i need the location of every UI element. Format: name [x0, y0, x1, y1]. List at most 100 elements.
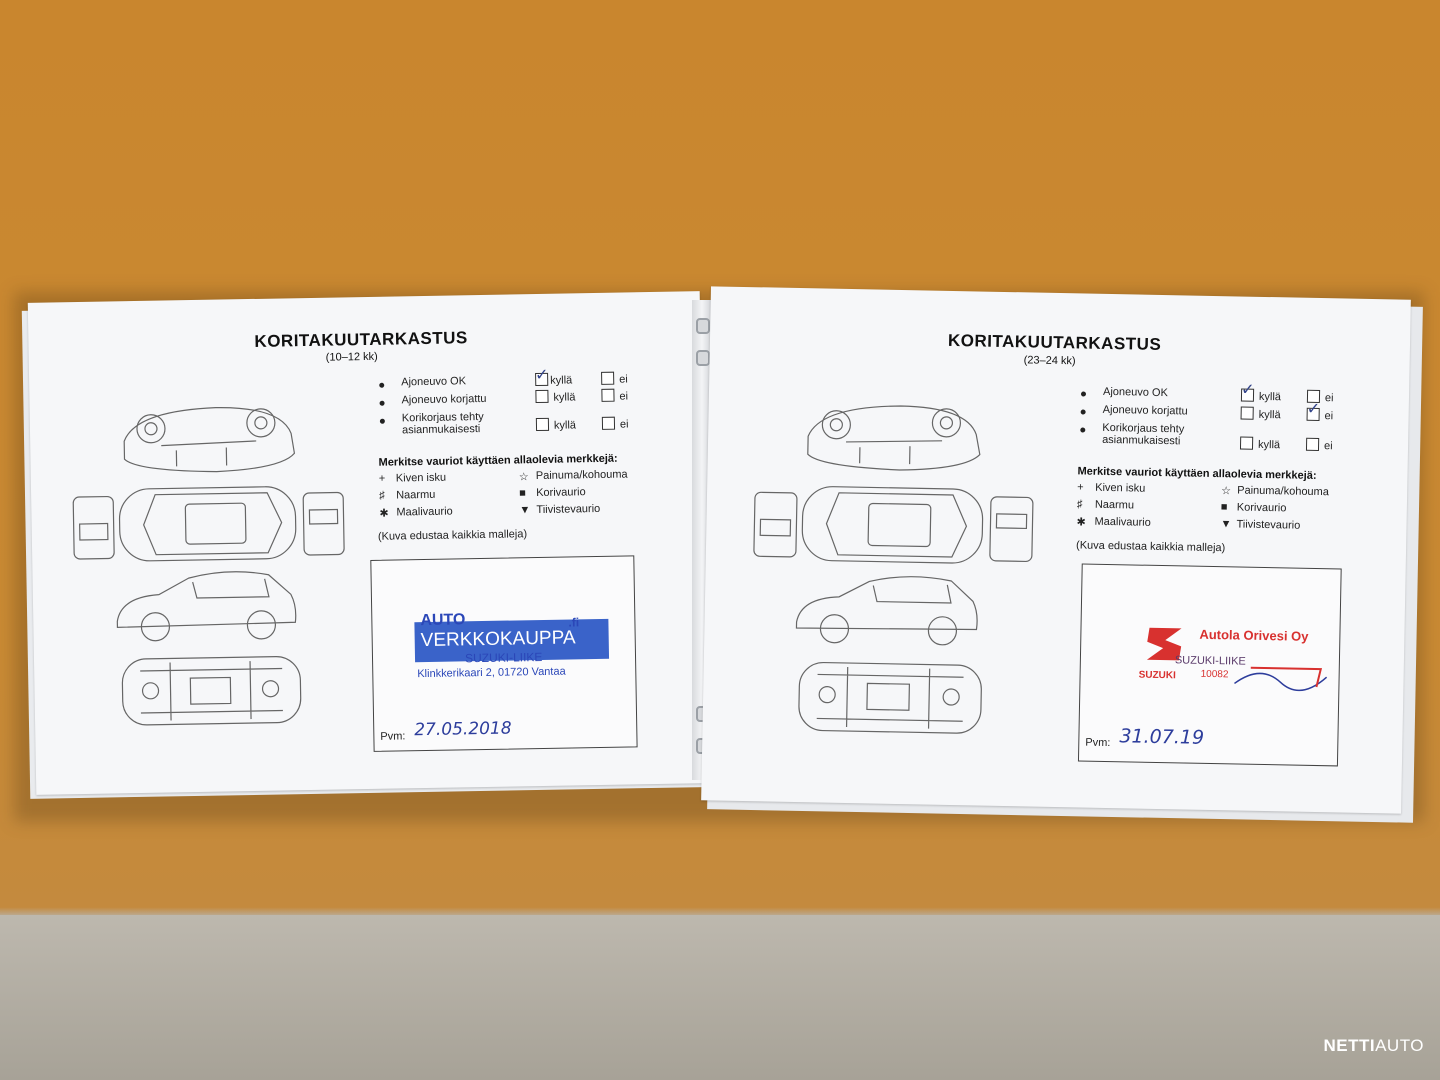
nettiauto-watermark: NETTIAUTO — [1323, 1036, 1424, 1056]
floor-background — [0, 915, 1440, 1080]
mark-symbol: ♯ — [379, 489, 385, 502]
car-top-view — [118, 486, 297, 562]
watermark-bold: NETTI — [1323, 1036, 1376, 1055]
mark-symbol: + — [1077, 481, 1084, 494]
checkbox-no[interactable] — [1305, 437, 1320, 452]
mark-label: Maalivaurio — [396, 505, 453, 519]
checkbox-no-label: ei — [619, 373, 628, 386]
car-top-view — [801, 486, 984, 564]
car-side-view — [116, 571, 297, 642]
dealer-company-name: Autola Orivesi Oy — [1199, 626, 1309, 644]
right-page: KORITAKUUTARKASTUS (23–24 kk) Ajoneuvo O… — [701, 286, 1411, 814]
illustration-note: (Kuva edustaa kaikkia malleja) — [1075, 539, 1226, 555]
marks-heading: Merkitse vauriot käyttäen allaolevia mer… — [1077, 465, 1317, 482]
car-underside-view — [798, 661, 982, 734]
mark-symbol: ▼ — [519, 504, 531, 517]
dealer-logo-top: AUTO — [420, 611, 466, 630]
car-top-inverted-view — [123, 407, 296, 473]
date-label: Pvm: — [380, 730, 406, 743]
checkbox-yes-label: kyllä — [1257, 438, 1281, 452]
car-diagram — [72, 407, 345, 726]
suzuki-logo-icon — [1146, 627, 1182, 661]
dealer-number: 10082 — [1200, 668, 1229, 681]
mark-label: Kiven isku — [1095, 481, 1146, 495]
dealer-signature — [1234, 666, 1328, 691]
bullet-icon — [1080, 391, 1087, 397]
dealer-stamp-line2: Klinkkerikaari 2, 01720 Vantaa — [417, 665, 566, 681]
checkbox-no[interactable] — [601, 416, 616, 430]
mark-symbol: ■ — [519, 487, 526, 500]
mark-label: Korivaurio — [1236, 501, 1287, 515]
mark-symbol: + — [378, 472, 386, 485]
car-front-view — [753, 491, 798, 558]
checkbox-yes-label: kyllä — [553, 419, 577, 432]
checklist-label-line2: asianmukaisesti — [1102, 433, 1181, 448]
checkbox-yes-label: kyllä — [1258, 408, 1281, 422]
page-title: KORITAKUUTARKASTUS — [947, 330, 1162, 354]
dealer-stamp-box: AUTO VERKKOKAUPPA .fi SUZUKI-LIIKE Klink… — [370, 555, 638, 752]
car-underside-view — [121, 656, 302, 726]
mark-label: Tiivistevaurio — [536, 502, 601, 517]
bullet-icon — [379, 418, 385, 424]
bullet-icon — [379, 400, 385, 406]
bullet-icon — [379, 382, 385, 388]
dealer-logo-suffix: .fi — [568, 615, 580, 630]
page-subtitle: (10–12 kk) — [325, 350, 378, 364]
checkmark-icon: ✓ — [1240, 381, 1255, 399]
bullet-icon — [1080, 409, 1086, 415]
checkbox-yes[interactable] — [535, 417, 550, 432]
checkbox-yes[interactable] — [1240, 406, 1254, 420]
checklist-label-line2: asianmukaisesti — [401, 423, 481, 437]
mark-label: Tiivistevaurio — [1236, 518, 1301, 532]
dealer-stamp-box: Autola Orivesi Oy SUZUKI-LIIKE SUZUKI 10… — [1077, 563, 1342, 767]
dealer-stamp-line1: SUZUKI-LIIKE — [464, 649, 543, 666]
mark-label: Korivaurio — [536, 486, 586, 500]
illustration-note: (Kuva edustaa kaikkia malleja) — [377, 528, 528, 543]
dealer-logo-main: VERKKOKAUPPA — [420, 627, 576, 652]
left-page: KORITAKUUTARKASTUS (10–12 kk) Ajoneuvo O… — [27, 291, 709, 795]
checkbox-no[interactable] — [601, 388, 615, 402]
suzuki-brand-text: SUZUKI — [1138, 669, 1176, 682]
checkbox-yes-label: kyllä — [1258, 390, 1282, 404]
checkmark-icon: ✓ — [1306, 400, 1321, 419]
mark-symbol: ▼ — [1220, 518, 1232, 531]
mark-symbol: ✱ — [379, 507, 389, 520]
page-title: KORITAKUUTARKASTUS — [254, 328, 468, 351]
checkbox-yes-label: kyllä — [550, 374, 573, 387]
mark-label: Naarmu — [1094, 498, 1135, 512]
mark-label: Painuma/kohouma — [1237, 484, 1330, 499]
marks-heading: Merkitse vauriot käyttäen allaolevia mer… — [378, 452, 618, 469]
mark-label: Maalivaurio — [1094, 515, 1151, 529]
mark-symbol: ☆ — [1221, 485, 1232, 498]
date-label: Pvm: — [1085, 736, 1111, 750]
mark-symbol: ☆ — [518, 471, 529, 484]
checkbox-yes[interactable] — [1239, 436, 1254, 450]
checkbox-yes-label: kyllä — [553, 391, 576, 404]
car-front-view — [72, 495, 115, 560]
mark-symbol: ■ — [1220, 501, 1228, 514]
car-diagram — [753, 405, 1034, 734]
checkbox-no-label: ei — [619, 418, 629, 431]
date-value: 31.07.19 — [1119, 725, 1205, 749]
checklist-label: Ajoneuvo korjattu — [1102, 403, 1188, 418]
checkbox-yes[interactable] — [535, 389, 549, 404]
checkbox-no-label: ei — [1324, 410, 1334, 423]
car-rear-view — [989, 496, 1034, 563]
car-top-inverted-view — [807, 405, 981, 471]
mark-label: Naarmu — [396, 488, 436, 502]
checkbox-no[interactable] — [601, 371, 615, 385]
car-rear-view — [302, 491, 345, 556]
page-subtitle: (23–24 kk) — [1023, 354, 1076, 368]
binding-ring — [696, 350, 710, 366]
checkbox-no-label: ei — [619, 390, 629, 403]
car-side-view — [795, 576, 978, 646]
mark-symbol: ♯ — [1076, 498, 1083, 511]
binding-ring — [696, 318, 710, 334]
checkmark-icon: ✓ — [534, 366, 549, 385]
mark-label: Painuma/kohouma — [535, 468, 628, 483]
checklist-label: Ajoneuvo OK — [1102, 385, 1168, 400]
checkbox-no-label: ei — [1324, 392, 1334, 405]
checkbox-no-label: ei — [1323, 440, 1333, 453]
watermark-light: AUTO — [1375, 1036, 1424, 1055]
checklist-label: Ajoneuvo OK — [401, 375, 467, 389]
